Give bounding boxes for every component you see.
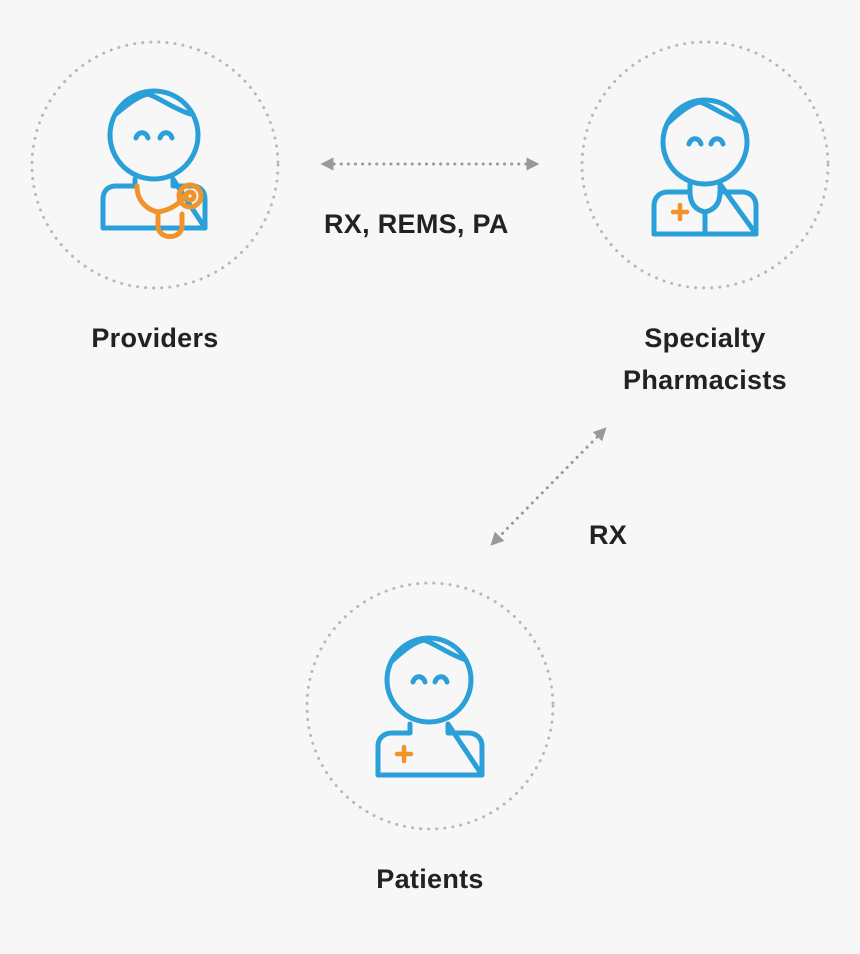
pharmacists-label: Specialty Pharmacists: [585, 317, 825, 401]
pharmacists-patients-edge-label: RX: [589, 520, 628, 550]
pharmacist-icon: [651, 97, 759, 237]
doctor-with-stethoscope-icon: [100, 88, 208, 239]
pharmacists-patients-arrow: [490, 427, 607, 546]
patients-ring: [305, 581, 555, 831]
pharmacists-label-line2: Pharmacists: [623, 365, 787, 395]
providers-ring: [30, 40, 280, 290]
providers-pharmacists-edge-label: RX, REMS, PA: [324, 209, 509, 239]
patients-label: Patients: [376, 864, 484, 894]
pharmacists-ring: [580, 40, 830, 290]
providers-label: Providers: [91, 323, 219, 353]
patient-icon: [375, 635, 485, 778]
pharmacists-label-line1: Specialty: [644, 323, 766, 353]
